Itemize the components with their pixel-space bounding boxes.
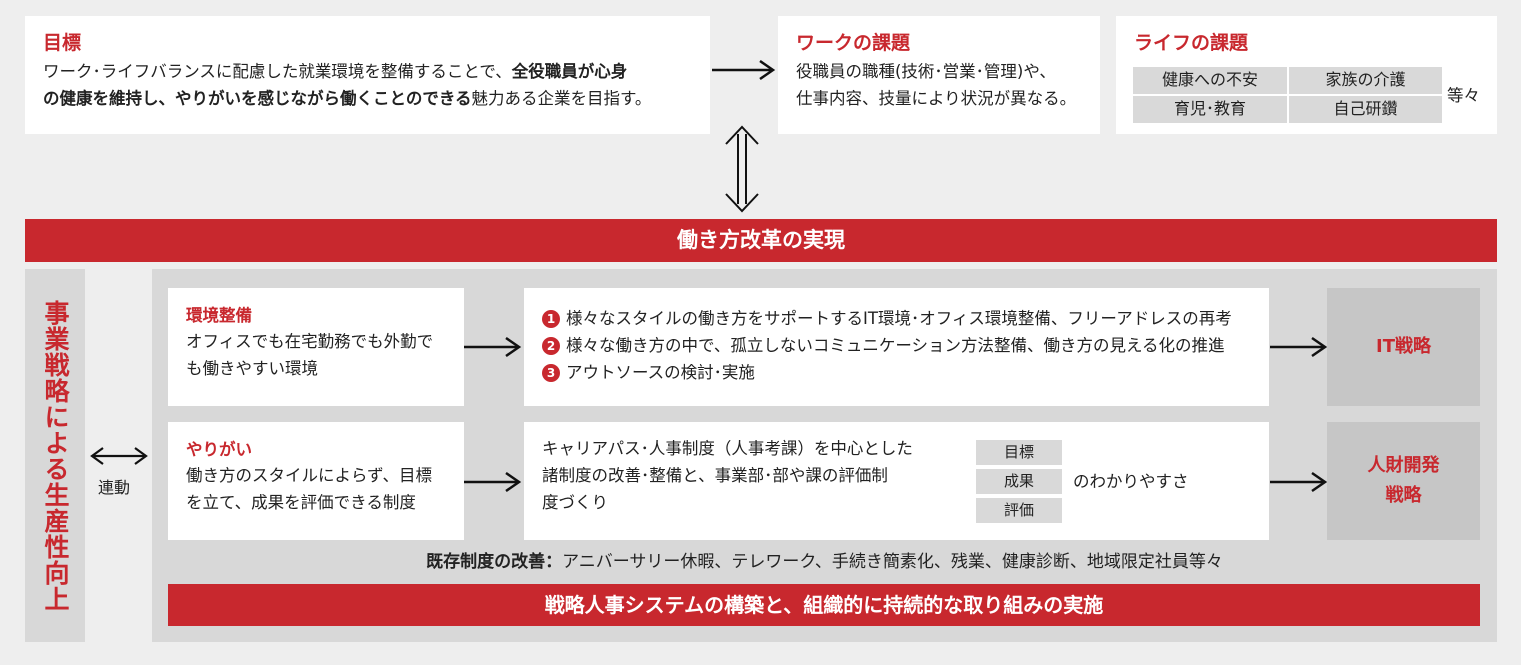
work-issue-box: ワークの課題 役職員の職種(技術･営業･管理)や、 仕事内容、技量により状況が異… (778, 16, 1100, 134)
arrow-right-icon (1270, 471, 1328, 493)
goal-title: 目標 (43, 32, 82, 54)
clarity-text: のわかりやすさ (1073, 472, 1189, 491)
it-strategy-box: IT戦略 (1327, 288, 1480, 406)
motivation-detail-text: キャリアパス･人事制度（人事考課）を中心とした 諸制度の改善･整備と、事業部･部… (542, 435, 972, 516)
environment-item-1: 1 様々なスタイルの働き方をサポートするIT環境･オフィス環境整備、フリーアドレス… (542, 305, 1251, 332)
hr-strategy-line2: 戦略 (1385, 485, 1422, 506)
bottom-banner: 戦略人事システムの構築と、組織的に持続的な取り組みの実施 (168, 584, 1480, 626)
arrow-right-icon (464, 471, 522, 493)
environment-item-2: 2 様々な働き方の中で、孤立しないコミュニケーション方法整備、働き方の見える化の推… (542, 332, 1251, 359)
bidirectional-arrow-icon (90, 447, 148, 465)
environment-item-3: 3 アウトソースの検討･実施 (542, 359, 1251, 386)
work-issue-title: ワークの課題 (796, 32, 911, 54)
work-issue-text: 役職員の職種(技術･営業･管理)や、 仕事内容、技量により状況が異なる。 (796, 58, 1082, 112)
hr-strategy-line1: 人財開発 (1367, 455, 1440, 476)
goal-line2-post: 魅力ある企業を目指す。 (471, 89, 652, 108)
motivation-box: やりがい 働き方のスタイルによらず、目標 を立て、成果を評価できる制度 (168, 422, 464, 540)
number-badge-3: 3 (542, 364, 560, 382)
arrow-right-icon (712, 59, 776, 81)
arrow-right-icon (1270, 336, 1328, 358)
business-strategy-column: 事業戦略による生産性向上 (25, 269, 85, 642)
life-cell-childcare: 育児･教育 (1133, 96, 1287, 123)
cell-evaluation: 評価 (976, 498, 1062, 523)
double-arrow-vertical-icon (725, 125, 759, 213)
environment-line2: も働きやすい環境 (186, 359, 318, 378)
life-issue-suffix: 等々 (1447, 86, 1480, 105)
environment-item-3-text: アウトソースの検討･実施 (566, 363, 755, 382)
environment-box: 環境整備 オフィスでも在宅勤務でも外勤で も働きやすい環境 (168, 288, 464, 406)
link-label: 連動 (98, 478, 131, 497)
reform-banner: 働き方改革の実現 (25, 219, 1497, 262)
number-badge-2: 2 (542, 337, 560, 355)
life-cell-health: 健康への不安 (1133, 67, 1287, 94)
life-cell-selfdev: 自己研鑽 (1289, 96, 1442, 123)
goal-box: 目標 ワーク･ライフバランスに配慮した就業環境を整備することで、全役職員が心身 … (25, 16, 710, 134)
motivation-detail-line2: 諸制度の改善･整備と、事業部･部や課の評価制 (542, 466, 888, 485)
motivation-line1: 働き方のスタイルによらず、目標 (186, 466, 433, 485)
motivation-detail-box: キャリアパス･人事制度（人事考課）を中心とした 諸制度の改善･整備と、事業部･部… (524, 422, 1269, 540)
existing-label: 既存制度の改善： (426, 552, 563, 572)
hr-strategy-box: 人財開発 戦略 (1327, 422, 1480, 540)
business-strategy-label: 事業戦略による生産性向上 (41, 299, 70, 612)
number-badge-1: 1 (542, 310, 560, 328)
motivation-title: やりがい (186, 440, 252, 459)
goal-line2-bold: の健康を維持し、やりがいを感じながら働くことのできる (43, 89, 472, 108)
life-issue-box: ライフの課題 健康への不安 家族の介護 育児･教育 自己研鑽 等々 (1116, 16, 1497, 134)
environment-title: 環境整備 (186, 306, 252, 325)
life-cell-care: 家族の介護 (1289, 67, 1442, 94)
life-issue-title: ライフの課題 (1134, 32, 1249, 54)
environment-detail-box: 1 様々なスタイルの働き方をサポートするIT環境･オフィス環境整備、フリーアドレス… (524, 288, 1269, 406)
work-issue-line2: 仕事内容、技量により状況が異なる。 (796, 89, 1077, 108)
existing-improvements: 既存制度の改善：アニバーサリー休暇、テレワーク、手続き簡素化、残業、健康診断、地… (152, 548, 1497, 576)
environment-line1: オフィスでも在宅勤務でも外勤で (186, 332, 434, 351)
work-issue-line1: 役職員の職種(技術･営業･管理)や、 (796, 62, 1056, 81)
motivation-line2: を立て、成果を評価できる制度 (186, 493, 416, 512)
motivation-detail-line3: 度づくり (542, 493, 608, 512)
environment-item-2-text: 様々な働き方の中で、孤立しないコミュニケーション方法整備、働き方の見える化の推進 (566, 336, 1225, 355)
environment-text: オフィスでも在宅勤務でも外勤で も働きやすい環境 (186, 328, 446, 382)
existing-text: アニバーサリー休暇、テレワーク、手続き簡素化、残業、健康診断、地域限定社員等々 (562, 552, 1223, 572)
cell-goal: 目標 (976, 440, 1062, 465)
cell-result: 成果 (976, 469, 1062, 494)
motivation-detail-line1: キャリアパス･人事制度（人事考課）を中心とした (542, 439, 913, 458)
goal-text: ワーク･ライフバランスに配慮した就業環境を整備することで、全役職員が心身 の健康… (43, 58, 692, 112)
arrow-right-icon (464, 336, 522, 358)
goal-line1-pre: ワーク･ライフバランスに配慮した就業環境を整備することで、 (43, 62, 512, 81)
it-strategy-label: IT戦略 (1376, 336, 1431, 357)
goal-line1-bold: 全役職員が心身 (511, 62, 628, 81)
environment-item-1-text: 様々なスタイルの働き方をサポートするIT環境･オフィス環境整備、フリーアドレスの… (566, 309, 1232, 328)
motivation-text: 働き方のスタイルによらず、目標 を立て、成果を評価できる制度 (186, 462, 446, 516)
